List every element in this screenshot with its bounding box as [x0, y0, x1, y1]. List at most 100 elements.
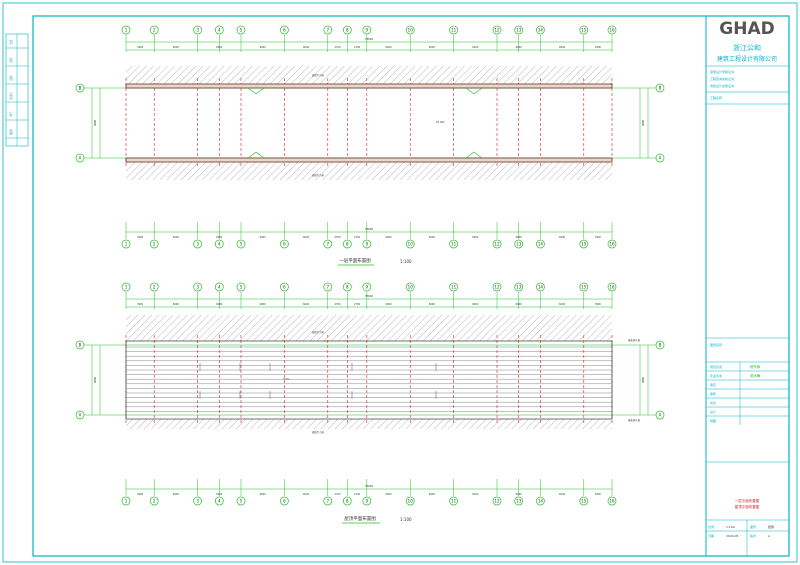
grid-axis-label: 1 — [125, 28, 128, 33]
wall-top — [125, 83, 613, 89]
grid-axis-bubble — [449, 239, 458, 249]
span-dimension: 6000 — [260, 46, 267, 49]
plan1-scale: 1:100 — [400, 259, 412, 264]
span-dimension: 6000 — [559, 236, 566, 239]
roof-hatched-bottom — [126, 419, 612, 429]
span-dimension: 6000 — [173, 493, 180, 496]
grid-axis-bubble — [121, 25, 131, 35]
grid-axis-label: 7 — [327, 499, 330, 504]
span-dimension: 3900 — [595, 303, 602, 306]
grid-axis-bubble — [362, 496, 372, 506]
grid-axis-bubble — [579, 239, 589, 249]
grid-axis-label: 10 — [408, 242, 414, 247]
grid-axis-bubble — [236, 239, 246, 249]
span-dimension: 6000 — [429, 303, 436, 306]
grid-axis-bubble — [280, 282, 289, 292]
grid-axis-label: 12 — [494, 285, 500, 290]
row-axis-bubble — [655, 83, 665, 93]
span-dimension: 6000 — [559, 46, 566, 49]
plan2-scale: 1:100 — [400, 517, 412, 522]
span-dimension: 3900 — [595, 493, 602, 496]
grid-axis-bubble — [579, 25, 589, 35]
slope-note: i=3% — [283, 378, 290, 381]
grid-axis-bubble — [342, 496, 352, 506]
grid-axis-bubble — [214, 25, 224, 35]
span-dimension: 3900 — [137, 493, 144, 496]
span-dimension: 6000 — [385, 303, 392, 306]
roof-plan: 1122334455667788991010111112121313141415… — [75, 282, 665, 506]
span-dimension: 6000 — [173, 303, 180, 306]
grid-axis-label: 14 — [538, 242, 544, 247]
width-dimension: 8000 — [642, 376, 645, 383]
span-dimension: 6000 — [260, 236, 267, 239]
grid-axis-bubble — [492, 282, 502, 292]
grid-axis-label: 16 — [609, 285, 615, 290]
grid-axis-label: 6 — [283, 242, 286, 247]
row-axis-bubble — [75, 340, 85, 350]
grid-axis-bubble — [449, 25, 458, 35]
grid-axis-bubble — [323, 496, 333, 506]
hatched-band-top — [126, 66, 612, 84]
left-strip-label: 电气 — [9, 111, 13, 117]
grid-axis-bubble — [514, 239, 524, 249]
info-field-label: 版次 — [750, 533, 756, 538]
signature-role: 项目负责 — [710, 364, 722, 369]
grid-axis-bubble — [342, 239, 352, 249]
grid-axis-label: 10 — [408, 499, 414, 504]
room-label: 面积平方米 — [312, 73, 325, 77]
grid-axis-label: 13 — [516, 242, 522, 247]
overall-dimension: 78600 — [365, 294, 374, 298]
grid-axis-bubble — [342, 282, 352, 292]
grid-axis-label: 11 — [451, 28, 457, 33]
grid-axis-label: 9 — [366, 242, 369, 247]
grid-axis-label: 5 — [240, 499, 243, 504]
span-dimension: 6000 — [429, 493, 436, 496]
grid-axis-label: 7 — [327, 242, 330, 247]
grid-axis-bubble — [149, 25, 159, 35]
grid-axis-label: 8 — [346, 28, 349, 33]
grid-axis-bubble — [236, 25, 246, 35]
plan1-title: 一层平面布置图 — [339, 257, 371, 264]
grid-axis-bubble — [405, 239, 415, 249]
grid-axis-label: 15 — [581, 499, 587, 504]
signature-role: 审核 — [710, 391, 716, 396]
span-dimension: 2700 — [354, 46, 361, 49]
elevation-note: ±0.000 — [436, 121, 445, 124]
row-axis-label: B — [79, 86, 82, 91]
width-dimension: 8000 — [642, 119, 645, 126]
grid-axis-bubble — [362, 25, 372, 35]
grid-axis-bubble — [514, 25, 524, 35]
grid-axis-label: 13 — [516, 28, 522, 33]
grid-axis-label: 14 — [538, 28, 544, 33]
grid-axis-label: 4 — [218, 28, 221, 33]
title-block: GHAD 浙江公和 建筑工程设计有限公司 建筑设计甲级证书工程咨询资格证书市政设… — [705, 16, 789, 556]
project-name-label: 工程名称 — [710, 95, 722, 100]
left-strip-label: 结构 — [9, 75, 13, 81]
signature-table: 项目负责杨东辉专业负责张冰梅审定审核校对设计制图 — [706, 361, 789, 425]
row-axis-bubble — [75, 83, 85, 93]
grid-axis-bubble — [607, 25, 617, 35]
info-field-value: A — [768, 534, 771, 538]
grid-axis-bubble — [214, 239, 224, 249]
grid-axis-bubble — [579, 496, 589, 506]
grid-axis-bubble — [280, 25, 289, 35]
grid-axis-bubble — [449, 282, 458, 292]
grid-axis-bubble — [323, 239, 333, 249]
left-strip-label: 暖通 — [9, 129, 13, 135]
span-dimension: 6000 — [385, 493, 392, 496]
span-dimension: 6000 — [303, 236, 310, 239]
company-name-line1: 浙江公和 — [733, 43, 761, 52]
span-dimension: 2700 — [354, 236, 361, 239]
grid-axis-label: 2 — [153, 499, 156, 504]
certificate-line: 工程咨询资格证书 — [710, 76, 734, 81]
row-axis-bubble — [655, 153, 665, 163]
grid-axis-bubble — [149, 282, 159, 292]
grid-axis-label: 15 — [581, 242, 587, 247]
grid-axis-label: 14 — [538, 499, 544, 504]
span-dimension: 6000 — [173, 46, 180, 49]
grid-axis-bubble — [362, 239, 372, 249]
grid-axis-bubble — [193, 282, 202, 292]
grid-axis-bubble — [607, 239, 617, 249]
